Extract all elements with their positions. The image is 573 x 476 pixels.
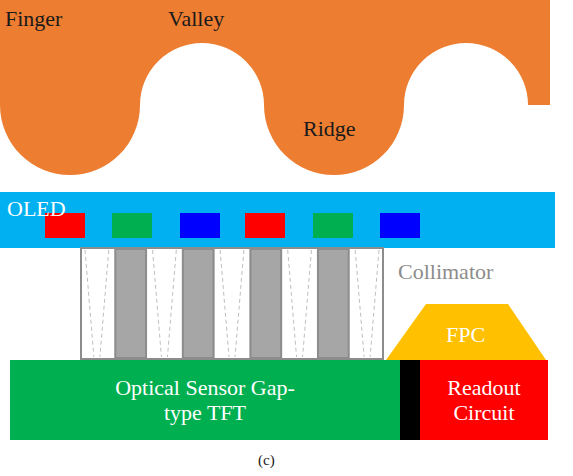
oled-subpixel: [380, 213, 420, 238]
light-path: [355, 250, 379, 357]
collimator-wall: [318, 249, 349, 358]
collimator-wall: [183, 249, 214, 358]
finger-shape: Finger: [0, 0, 550, 176]
node-label: OLED: [7, 196, 66, 221]
light-path: [220, 250, 244, 357]
node-label: Collimator: [398, 259, 493, 284]
collimator: Collimator: [80, 247, 384, 360]
separator-bar: [400, 360, 420, 440]
finger-outline: [0, 0, 550, 175]
collimator-wall: [115, 249, 146, 358]
collimator-frame: [81, 248, 383, 359]
optical-sensor: Optical Sensor Gap-type TFT: [10, 360, 400, 440]
node-label: FPC: [446, 322, 485, 347]
fpc-outline: [386, 304, 546, 360]
oled-subpixel: [112, 213, 152, 238]
part-label: Ridge: [303, 116, 356, 141]
light-path: [288, 250, 312, 357]
fpc-connector: FPC: [386, 304, 546, 360]
oled-subpixel: [180, 213, 220, 238]
part-label: Valley: [168, 6, 224, 31]
light-path: [153, 250, 177, 357]
oled-subpixel: [245, 213, 285, 238]
readout-circuit: Readout Circuit: [420, 360, 548, 440]
collimator-wall: [250, 249, 281, 358]
shape-outline: [0, 0, 550, 176]
shape-outline: [0, 192, 555, 248]
oled-subpixel: [313, 213, 353, 238]
oled-layer: OLED: [0, 192, 555, 248]
node-label: Readout Circuit: [422, 375, 546, 426]
collimator-outline: [80, 247, 384, 360]
light-path: [85, 250, 109, 357]
figure-caption: (c): [258, 452, 275, 469]
node-label: Finger: [5, 6, 62, 31]
node-label: Optical Sensor Gap-type TFT: [115, 375, 295, 426]
